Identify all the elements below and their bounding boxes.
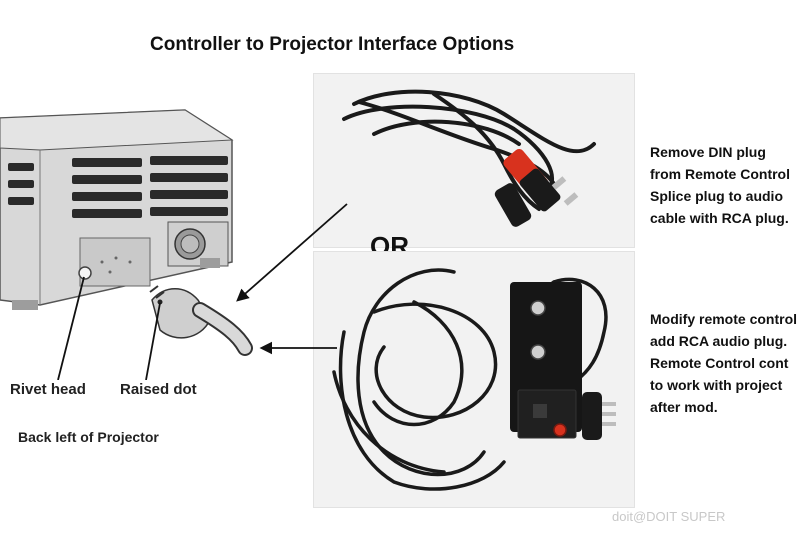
- din-plug-remote-icon: [582, 392, 602, 440]
- note-bottom-line: after mod.: [650, 399, 718, 415]
- remote-control-photo: [313, 251, 635, 508]
- note-bottom-line: Remote Control cont: [650, 355, 789, 371]
- remote-button-forward-icon: [530, 300, 546, 316]
- remote-button-reverse-icon: [530, 344, 546, 360]
- note-top-line: from Remote Control: [650, 166, 790, 182]
- note-bottom-line: to work with project: [650, 377, 783, 393]
- rivet-callout-line: [57, 276, 85, 380]
- raised-dot-label: Raised dot: [120, 381, 197, 398]
- rivet-head-icon: [78, 266, 92, 280]
- rca-jack-icon: [553, 423, 567, 437]
- projector-illustration: [0, 109, 253, 380]
- din-plug-icon: [149, 285, 253, 356]
- remote-icon: [332, 268, 616, 491]
- watermark: doit@DOIT SUPER: [612, 509, 726, 524]
- din-plug-photo-icon: [494, 183, 532, 227]
- note-top: Remove DIN plug from Remote Control Spli…: [650, 141, 790, 229]
- page-title: Controller to Projector Interface Option…: [150, 34, 515, 55]
- cable-icon: [342, 89, 596, 227]
- kodak-logo: [533, 404, 547, 418]
- back-left-caption: Back left of Projector: [18, 429, 159, 445]
- note-bottom-line: Modify remote control: [650, 311, 798, 327]
- vent-slots: [8, 156, 228, 218]
- note-bottom: Modify remote control add RCA audio plug…: [650, 308, 797, 418]
- note-top-line: Splice plug to audio: [650, 188, 783, 204]
- note-top-line: Remove DIN plug: [650, 144, 766, 160]
- cable-photo: [313, 73, 635, 248]
- rca-plug-black-icon: [519, 168, 561, 212]
- note-bottom-line: add RCA audio plug.: [650, 333, 788, 349]
- raised-dot-icon: [157, 299, 163, 305]
- rivet-head-label: Rivet head: [10, 381, 86, 398]
- note-top-line: cable with RCA plug.: [650, 210, 789, 226]
- arrow-top-to-projector: [236, 203, 348, 302]
- dot-callout-line: [145, 302, 161, 380]
